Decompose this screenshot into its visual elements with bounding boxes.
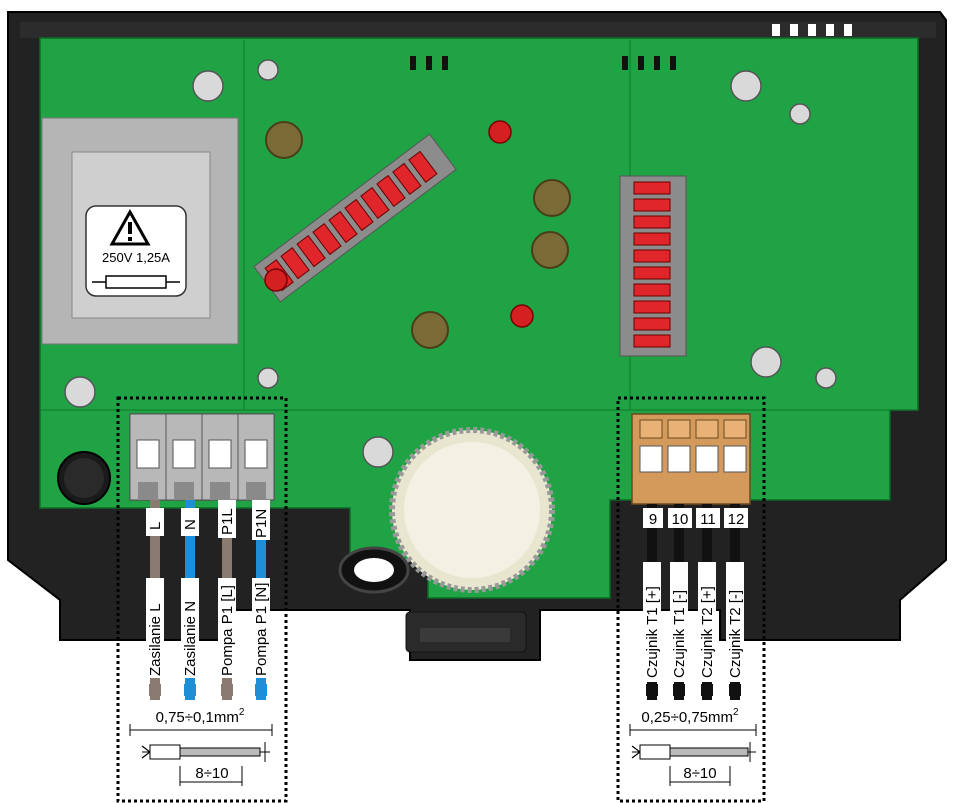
sensor-cross-section: 0,25÷0,75mm2 [641,707,739,726]
fuse-rating-label: 250V 1,25A [102,250,170,265]
wire-label-zasilanie-l: Zasilanie L [147,603,164,676]
sensor-wire-labels: Czujnik T1 [+] Czujnik T1 [-] Czujnik T2… [643,562,744,682]
capacitors [265,121,571,349]
power-terminal-block [129,413,275,501]
led-bar-vertical [619,175,687,357]
red-leds [264,120,534,328]
sensor-terminal-block [631,413,751,505]
wire-label-pompa-n: Pompa P1 [N] [253,583,270,676]
terminal-label-11: 11 [700,511,716,528]
sensor-strip-length: 8÷10 [683,765,716,782]
terminal-label-10: 10 [672,511,689,528]
terminal-label-9: 9 [649,511,657,528]
terminal-label-p1l: P1L [219,508,236,535]
wire-strip-icon [141,742,270,786]
wire-label-czujnik-t2-plus: Czujnik T2 [+] [699,586,716,678]
led-indicator-dots [410,56,676,70]
power-terminal-labels: L N P1L P1N [146,500,270,540]
terminal-label-n: N [182,519,199,530]
wire-label-zasilanie-n: Zasilanie N [182,601,199,676]
fuse-symbol-icon [92,275,180,289]
fuse-holder: 250V 1,25A [41,117,239,345]
warning-triangle-icon [109,208,151,246]
power-group-outline [116,396,288,803]
wire-label-czujnik-t1-plus: Czujnik T1 [+] [644,586,661,678]
terminal-label-12: 12 [728,511,745,528]
terminal-label-l: L [147,522,164,530]
sensor-terminal-labels: 9 10 11 12 [643,508,748,528]
sensor-group-outline [616,396,766,803]
screws [64,59,837,468]
sensor-wire-spec: 0,25÷0,75mm2 8÷10 [629,707,757,786]
vent-slots [772,24,852,36]
wire-label-czujnik-t2-minus: Czujnik T2 [-] [727,590,744,678]
wire-strip-icon [631,742,756,786]
power-wire-spec: 0,75÷0,1mm2 8÷10 [129,707,273,786]
power-wire-labels: Zasilanie L Zasilanie N Pompa P1 [L] Pom… [146,578,270,678]
power-cross-section: 0,75÷0,1mm2 [156,707,245,726]
mounting-hole [338,546,410,594]
temperature-knob [389,427,555,593]
terminal-label-p1n: P1N [253,509,270,538]
wire-color-swatches [149,684,741,696]
wire-label-czujnik-t1-minus: Czujnik T1 [-] [671,590,688,678]
reset-button [57,451,111,505]
wire-label-pompa-l: Pompa P1 [L] [219,585,236,676]
power-strip-length: 8÷10 [195,765,228,782]
